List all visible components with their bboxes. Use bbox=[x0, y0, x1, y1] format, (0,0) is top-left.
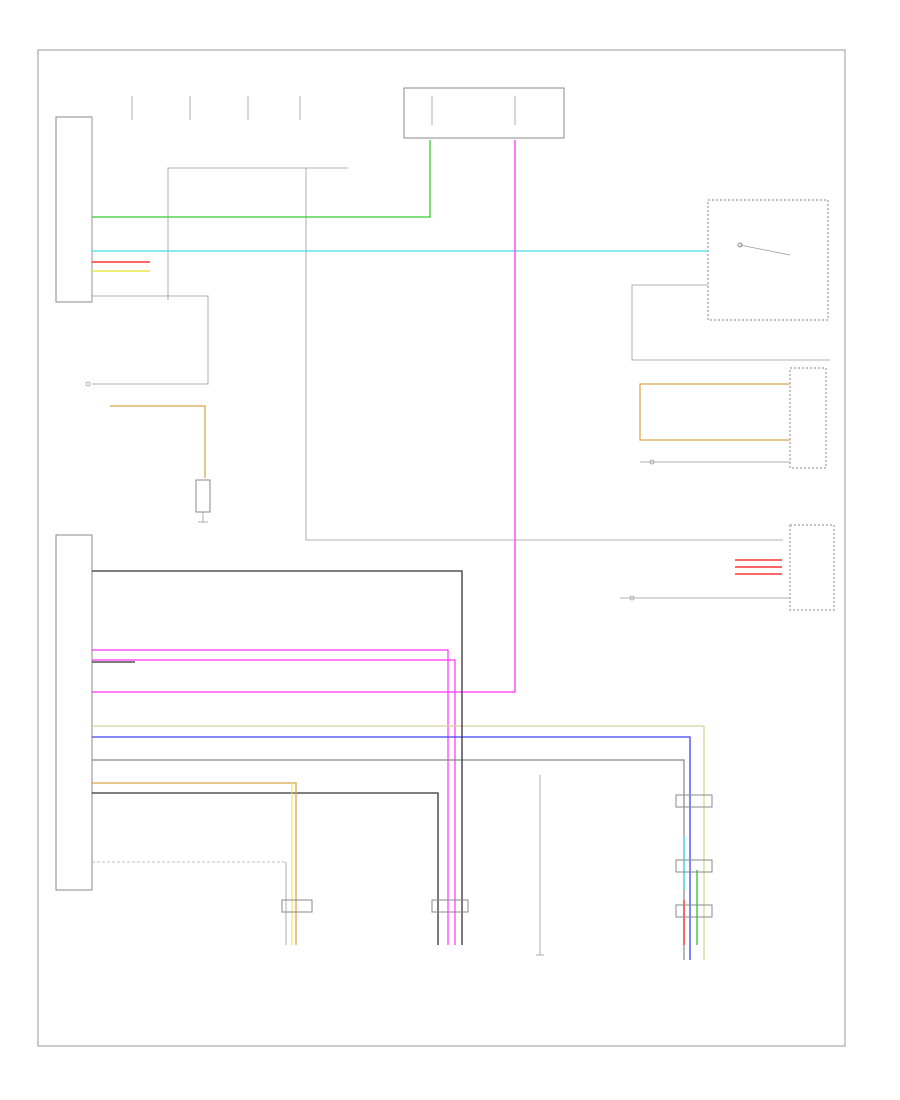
right-mid-component bbox=[789, 367, 835, 611]
wire-pink-main bbox=[92, 140, 516, 693]
wire-gray-right bbox=[92, 759, 685, 960]
bottom-connector-middle bbox=[431, 899, 469, 913]
top-fuse-blocks bbox=[131, 87, 565, 139]
wire-blue bbox=[92, 736, 691, 960]
bottom-connector-left bbox=[281, 899, 313, 913]
lower-left-ecu bbox=[55, 534, 93, 891]
wire-gray-right-upper bbox=[631, 284, 830, 361]
wire-orange-lower bbox=[92, 782, 297, 945]
right-switch-assembly bbox=[707, 199, 829, 321]
wire-tan-right bbox=[92, 725, 705, 960]
wire-black-2 bbox=[92, 792, 439, 945]
wire-green bbox=[92, 140, 431, 218]
wire-gray-main bbox=[167, 167, 348, 300]
diagram-frame bbox=[37, 49, 846, 1047]
lower-sensor-left bbox=[195, 479, 211, 522]
wire-pink-third bbox=[92, 659, 456, 945]
ground-symbols bbox=[85, 381, 655, 956]
wire-gray-left-upper bbox=[92, 295, 209, 385]
bottom-connector-right bbox=[675, 794, 713, 918]
wire-pink-second bbox=[92, 649, 449, 945]
wire-gray-vertical bbox=[305, 168, 783, 541]
wire-orange-left bbox=[110, 405, 206, 478]
wire-orange-right bbox=[639, 383, 790, 441]
wire-black-1 bbox=[92, 570, 463, 945]
upper-left-control-unit bbox=[55, 116, 93, 303]
